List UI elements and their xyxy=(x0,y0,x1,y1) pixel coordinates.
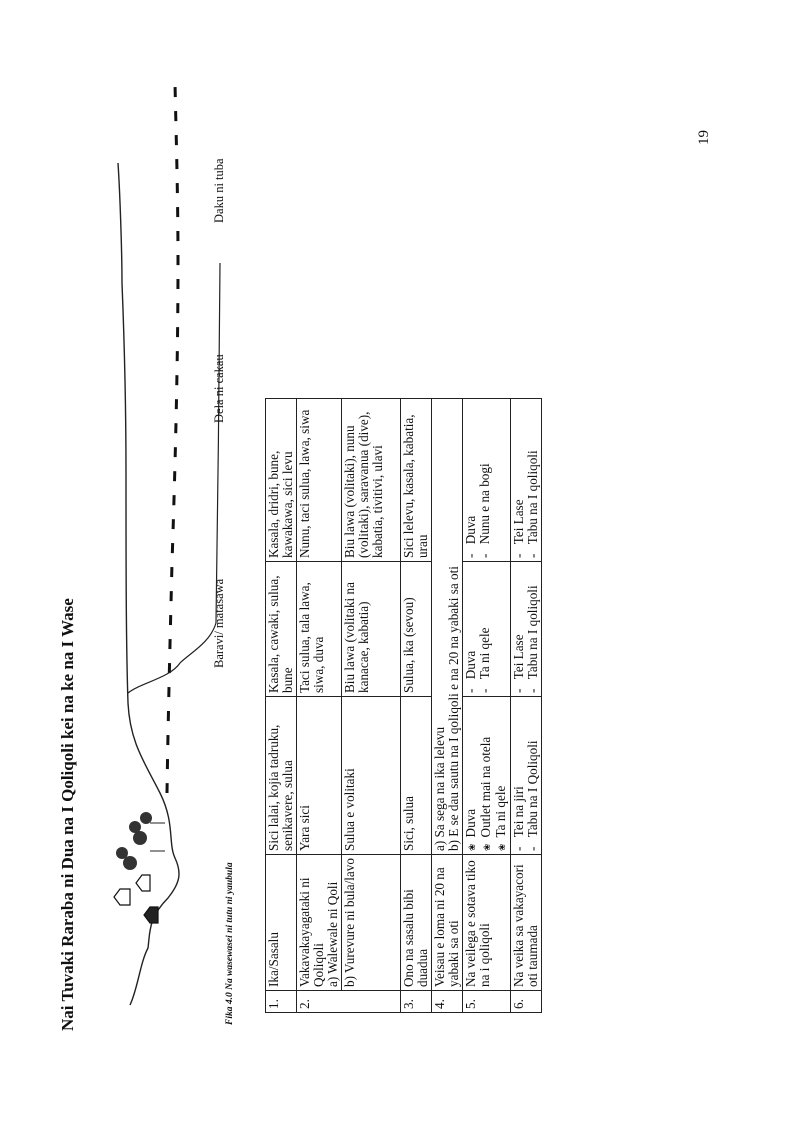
cell-dela: Kasala, cawaki, sulua, bune xyxy=(265,561,297,697)
row-number: 4. xyxy=(431,990,463,1013)
table-row: 2. Vakavakayagataki ni Qoliqoli a) Walew… xyxy=(296,398,401,1013)
list-item: Tabu na I qoliqoli xyxy=(525,402,540,558)
table-row: 6. Na veika sa vakayacori oti taumada Te… xyxy=(510,398,542,1013)
list-item: Tei Lase xyxy=(511,565,526,693)
list-item: Tei na jiri xyxy=(511,700,526,851)
cell-dela: Biu lawa (volitaki na kanacae, kabatia) xyxy=(341,561,401,697)
list-item: Ta ni qele xyxy=(477,565,492,693)
cell-baravi: Sici lalai, kojia tadruku, senikavere, s… xyxy=(265,696,297,855)
cell-baravi: Yara sici xyxy=(296,696,342,855)
cell-baravi: Duva Outlet mai na otela Ta ni qele xyxy=(462,696,511,855)
change-item-a: a) Sa sega na ika lelevu xyxy=(432,726,447,851)
row-label: Na veika sa vakayacori oti taumada xyxy=(510,854,542,991)
list-item: Duva xyxy=(463,402,478,558)
cell-changes: a) Sa sega na ika lelevu b) E se dau sau… xyxy=(431,398,463,855)
table-row: 4. Veisau e loma ni 20 na yabaki sa oti … xyxy=(431,398,463,1013)
cell-daku: Biu lawa (volitaki), nunu (volitaki), sa… xyxy=(341,398,401,562)
cell-dela: Tei Lase Tabu na I qoliqoli xyxy=(510,561,542,697)
cell-daku: Sici lelevu, kasala, kabatia, urau xyxy=(400,398,432,562)
table-row: 5. Na veilega e sotava tiko na i qoliqol… xyxy=(462,398,511,1013)
cell-dela: Taci sulua, tala lawa, siwa, duva xyxy=(296,561,342,697)
row-label: Ono na sasalu bibi duadua xyxy=(400,854,432,991)
list-item: Tabu na I qoliqoli xyxy=(525,565,540,693)
row-sublabel-a: a) Walewale ni Qoli xyxy=(325,881,340,987)
cell-daku: Kasala, dridri, bune, kawakawa, sici lev… xyxy=(265,398,297,562)
lagoon-outline xyxy=(127,262,221,694)
list-item: Duva xyxy=(463,565,478,693)
change-item-b: b) E se dau sautu na I qoliqoli e na 20 … xyxy=(446,566,461,851)
cell-baravi: Sulua e volitaki xyxy=(341,696,401,855)
row-label: Ika/Sasalu xyxy=(265,854,297,991)
zone-label-daku: Daku ni tuba xyxy=(212,158,226,223)
cell-dela: Duva Ta ni qele xyxy=(462,561,511,697)
resource-table: 1. Ika/Sasalu Sici lalai, kojia tadruku,… xyxy=(265,398,542,1013)
cell-baravi: Tei na jiri Tabu na I Qoliqoli xyxy=(510,696,542,855)
list-item: Nunu e na bogi xyxy=(477,402,492,558)
zone-label-dela: Dela ni cakau xyxy=(212,354,226,423)
row-number: 5. xyxy=(462,990,511,1013)
row-sublabel-b: b) Vurevure ni bula/lavo xyxy=(341,854,401,991)
row-label: Vakavakayagataki ni Qoliqoli a) Walewale… xyxy=(296,854,342,991)
table-row: b) Vurevure ni bula/lavo Sulua e volitak… xyxy=(341,398,401,1013)
row-number: 6. xyxy=(510,990,542,1013)
cell-daku: Duva Nunu e na bogi xyxy=(462,398,511,562)
coastal-zone-illustration xyxy=(113,82,221,1006)
row-label-main: Vakavakayagataki ni Qoliqoli xyxy=(297,877,326,987)
page-number: 19 xyxy=(696,130,712,145)
cell-baravi: Sici, sulua xyxy=(400,696,432,855)
list-item: Tei Lase xyxy=(511,402,526,558)
figure-caption: Fika 4.0 Na wasewasei ni tutu ni yaubula xyxy=(225,862,235,1025)
list-item: Ta ni qele xyxy=(493,700,509,851)
reef-crest-line xyxy=(165,82,180,794)
houses-icon xyxy=(113,874,159,924)
zone-label-baravi: Baravi/ matasawa xyxy=(212,578,226,668)
table-row: 3. Ono na sasalu bibi duadua Sici, sulua… xyxy=(400,398,432,1013)
cell-daku: Nunu, taci sulua, lawa, siwa xyxy=(296,398,342,562)
row-number: 2. xyxy=(296,990,401,1013)
row-number: 3. xyxy=(400,990,432,1013)
list-item: Tabu na I Qoliqoli xyxy=(525,700,540,851)
row-label: Na veilega e sotava tiko na i qoliqoli xyxy=(462,854,511,991)
table-row: 1. Ika/Sasalu Sici lalai, kojia tadruku,… xyxy=(265,398,297,1013)
cell-dela: Sulua, ika (sevou) xyxy=(400,561,432,697)
cell-daku: Tei Lase Tabu na I qoliqoli xyxy=(510,398,542,562)
list-item: Duva xyxy=(463,700,479,851)
row-number: 1. xyxy=(265,990,297,1013)
list-item: Outlet mai na otela xyxy=(478,700,494,851)
trees-icon xyxy=(116,812,165,870)
row-label: Veisau e loma ni 20 na yabaki sa oti xyxy=(431,854,463,991)
